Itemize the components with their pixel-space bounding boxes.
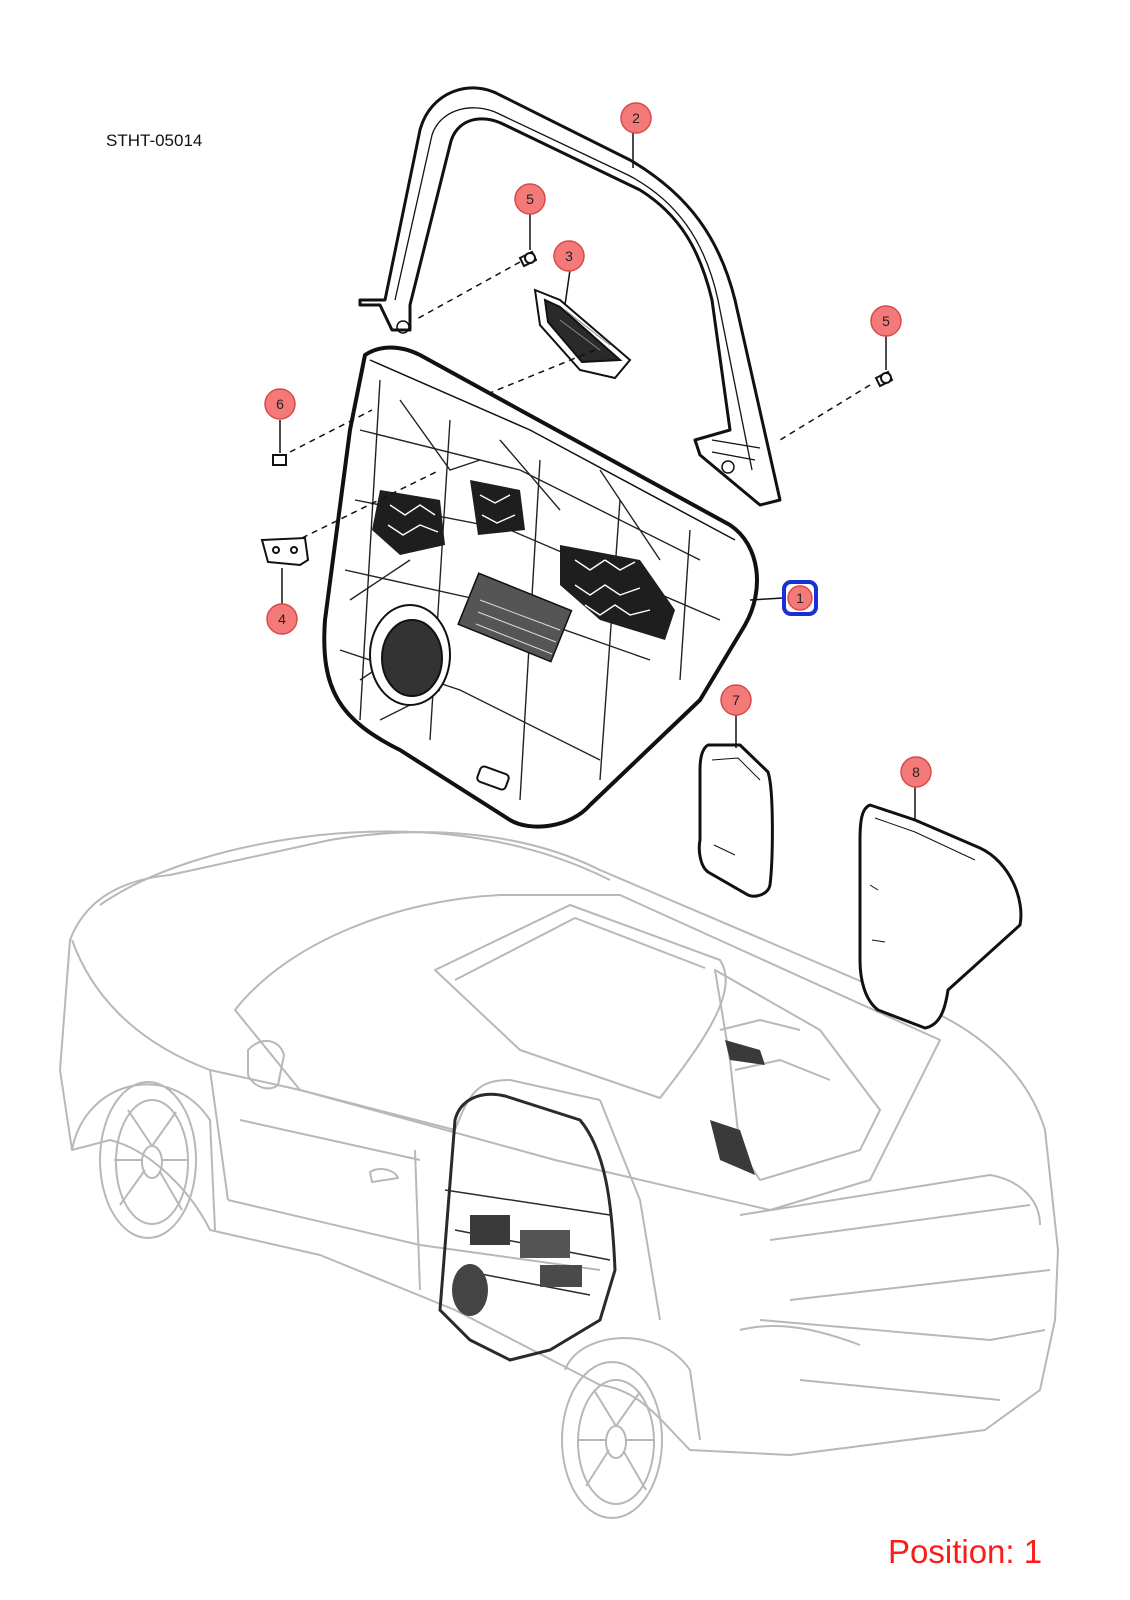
callout-circle <box>553 240 585 272</box>
callout-number: 4 <box>278 611 286 627</box>
callout-number: 2 <box>632 110 640 126</box>
callout-circle <box>266 603 298 635</box>
sunroof <box>434 904 727 1099</box>
control-module <box>457 572 573 663</box>
vehicle-illustration <box>59 830 1059 1519</box>
callout-number: 1 <box>796 590 804 606</box>
screw-right <box>874 370 894 388</box>
insulation-pad-large <box>858 803 1023 1030</box>
callout-circle <box>870 305 902 337</box>
callout-4[interactable]: 4 <box>266 603 298 635</box>
clip-part <box>272 454 287 466</box>
callout-number: 3 <box>565 248 573 264</box>
speaker <box>369 604 451 706</box>
bracket-part <box>260 536 310 567</box>
insulation-pad-small <box>697 743 774 898</box>
callout-number: 6 <box>276 396 284 412</box>
position-indicator: Position: 1 <box>888 1533 1043 1570</box>
callout-5[interactable]: 5 <box>514 183 546 215</box>
callout-circle <box>264 388 296 420</box>
callouts: 1 2 3 5 5 6 4 7 8 <box>264 102 932 788</box>
assembly-lines <box>289 261 871 539</box>
callout-number: 5 <box>882 313 890 329</box>
callout-8[interactable]: 8 <box>900 756 932 788</box>
far-door-dark-details <box>710 1040 765 1175</box>
callout-3[interactable]: 3 <box>553 240 585 272</box>
callout-circle <box>720 684 752 716</box>
callout-circle <box>620 102 652 134</box>
callout-number: 8 <box>912 764 920 780</box>
callout-circle <box>514 183 546 215</box>
callout-circle <box>787 585 813 611</box>
door-trim-panel <box>322 345 759 829</box>
side-mirror <box>247 1040 285 1090</box>
callout-5[interactable]: 5 <box>870 305 902 337</box>
installed-door-highlight <box>438 1092 617 1362</box>
window-frame-trim <box>358 86 782 507</box>
callout-6[interactable]: 6 <box>264 388 296 420</box>
drawing-code: STHT-05014 <box>106 131 203 150</box>
callout-circle <box>900 756 932 788</box>
screw-upper <box>518 250 538 268</box>
rear-wheel <box>561 1361 663 1519</box>
front-wheel <box>99 1081 197 1239</box>
trim-grille-part <box>533 288 632 380</box>
callout-1-selected[interactable]: 1 <box>782 580 818 616</box>
leader-lines <box>279 133 916 820</box>
callout-number: 5 <box>526 191 534 207</box>
rear-lamp <box>739 1325 861 1346</box>
callout-number: 7 <box>732 692 740 708</box>
callout-7[interactable]: 7 <box>720 684 752 716</box>
callout-2[interactable]: 2 <box>620 102 652 134</box>
